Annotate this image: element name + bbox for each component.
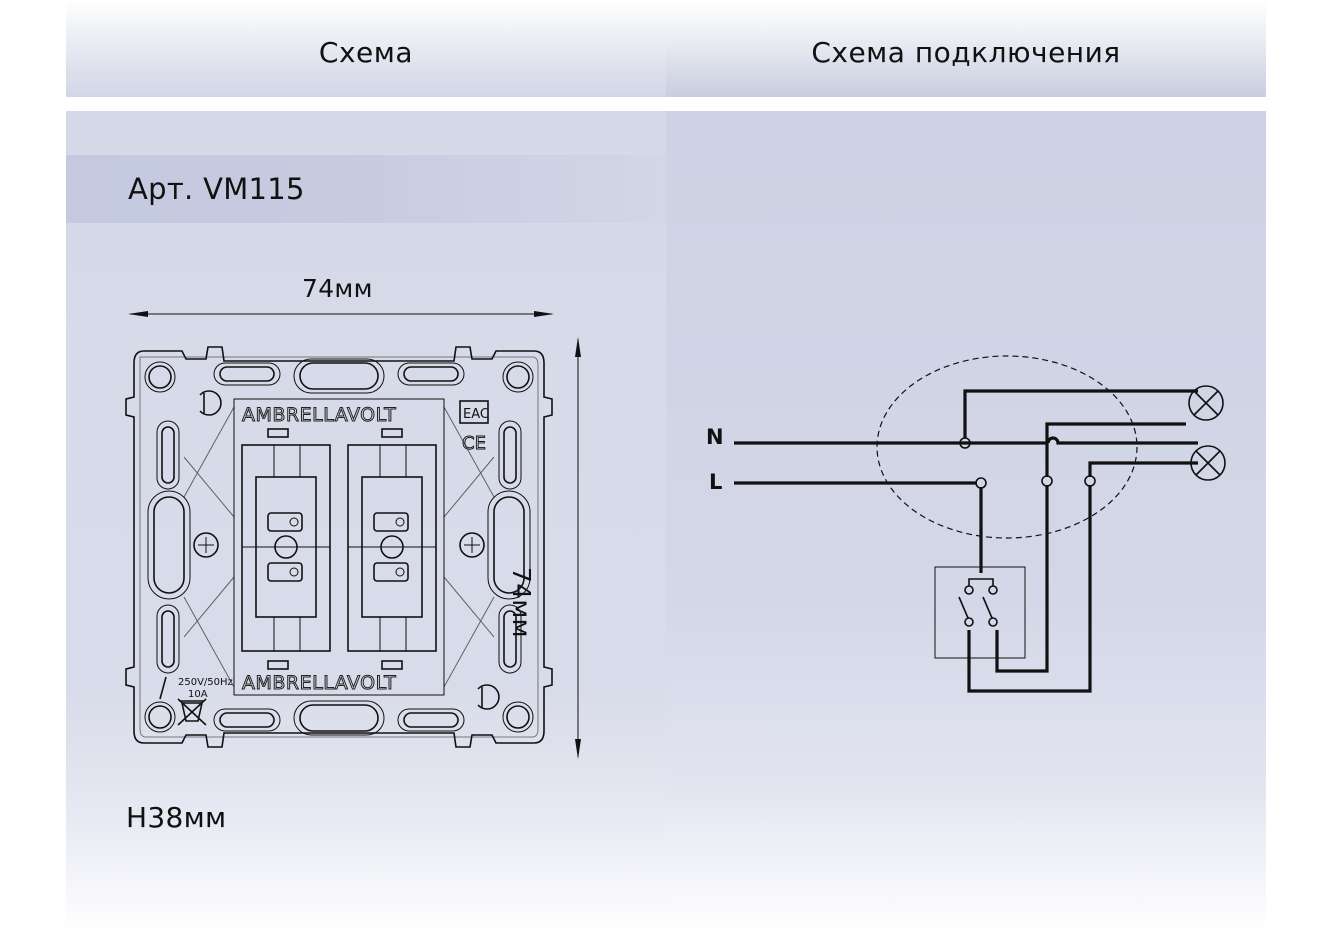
width-dimension-label: 74мм bbox=[302, 274, 373, 303]
certification-marks-icon: EAC CE bbox=[459, 400, 489, 454]
wiring-diagram: N L bbox=[706, 355, 1226, 693]
schema-panel: Арт. VM115 74мм 74мм H38мм bbox=[66, 111, 666, 933]
junction-box bbox=[876, 355, 1138, 539]
lamp1-switched-wire bbox=[1045, 422, 1186, 477]
height-arrow bbox=[575, 337, 581, 759]
svg-text:CE: CE bbox=[462, 433, 486, 454]
bottom-slots bbox=[213, 700, 465, 736]
header-wiring: Схема подключения bbox=[666, 0, 1266, 97]
mechanism-body bbox=[233, 398, 445, 696]
article-band: Арт. VM115 bbox=[66, 155, 666, 223]
width-arrow bbox=[128, 311, 554, 317]
terminals bbox=[959, 437, 1096, 489]
svg-text:250V/50Hz: 250V/50Hz bbox=[178, 677, 233, 688]
lamp2-switched-wire bbox=[1088, 461, 1198, 477]
neutral-branch-lamp1 bbox=[963, 389, 1198, 438]
brand-marking-top: AMBRELLAVOLT bbox=[242, 404, 396, 426]
wiring-panel: N L bbox=[666, 111, 1266, 933]
switch-module-right bbox=[347, 444, 437, 652]
lamp-1-icon bbox=[1188, 385, 1224, 421]
mounting-frame bbox=[125, 346, 553, 748]
svg-text:EAC: EAC bbox=[463, 407, 489, 422]
dimension-arrows bbox=[128, 311, 581, 759]
svg-text:10A: 10A bbox=[188, 689, 208, 700]
mounting-holes bbox=[144, 361, 534, 733]
header-schema-title: Схема bbox=[318, 36, 414, 69]
article-number: Арт. VM115 bbox=[128, 172, 305, 206]
neutral-label: N bbox=[706, 425, 724, 449]
rating-marking: 250V/50Hz 10A bbox=[159, 676, 233, 726]
header-wiring-title: Схема подключения bbox=[811, 36, 1121, 69]
wires bbox=[734, 389, 1198, 693]
top-slots bbox=[213, 358, 465, 394]
switch-module-left bbox=[241, 444, 331, 652]
line-label: L bbox=[709, 470, 722, 494]
header-schema: Схема bbox=[66, 0, 666, 97]
fixing-screws bbox=[193, 532, 485, 558]
lamp-2-icon bbox=[1190, 445, 1226, 481]
two-gang-switch-icon bbox=[934, 566, 1026, 659]
brand-marking-bottom: AMBRELLAVOLT bbox=[242, 672, 396, 694]
side-slots bbox=[147, 420, 531, 674]
brand-logo-icon bbox=[199, 390, 500, 710]
depth-dimension-label: H38мм bbox=[126, 801, 227, 834]
switch-mechanism-drawing: AMBRELLAVOLT AMBRELLAVOLT bbox=[125, 346, 553, 748]
weee-bin-icon bbox=[177, 698, 207, 726]
